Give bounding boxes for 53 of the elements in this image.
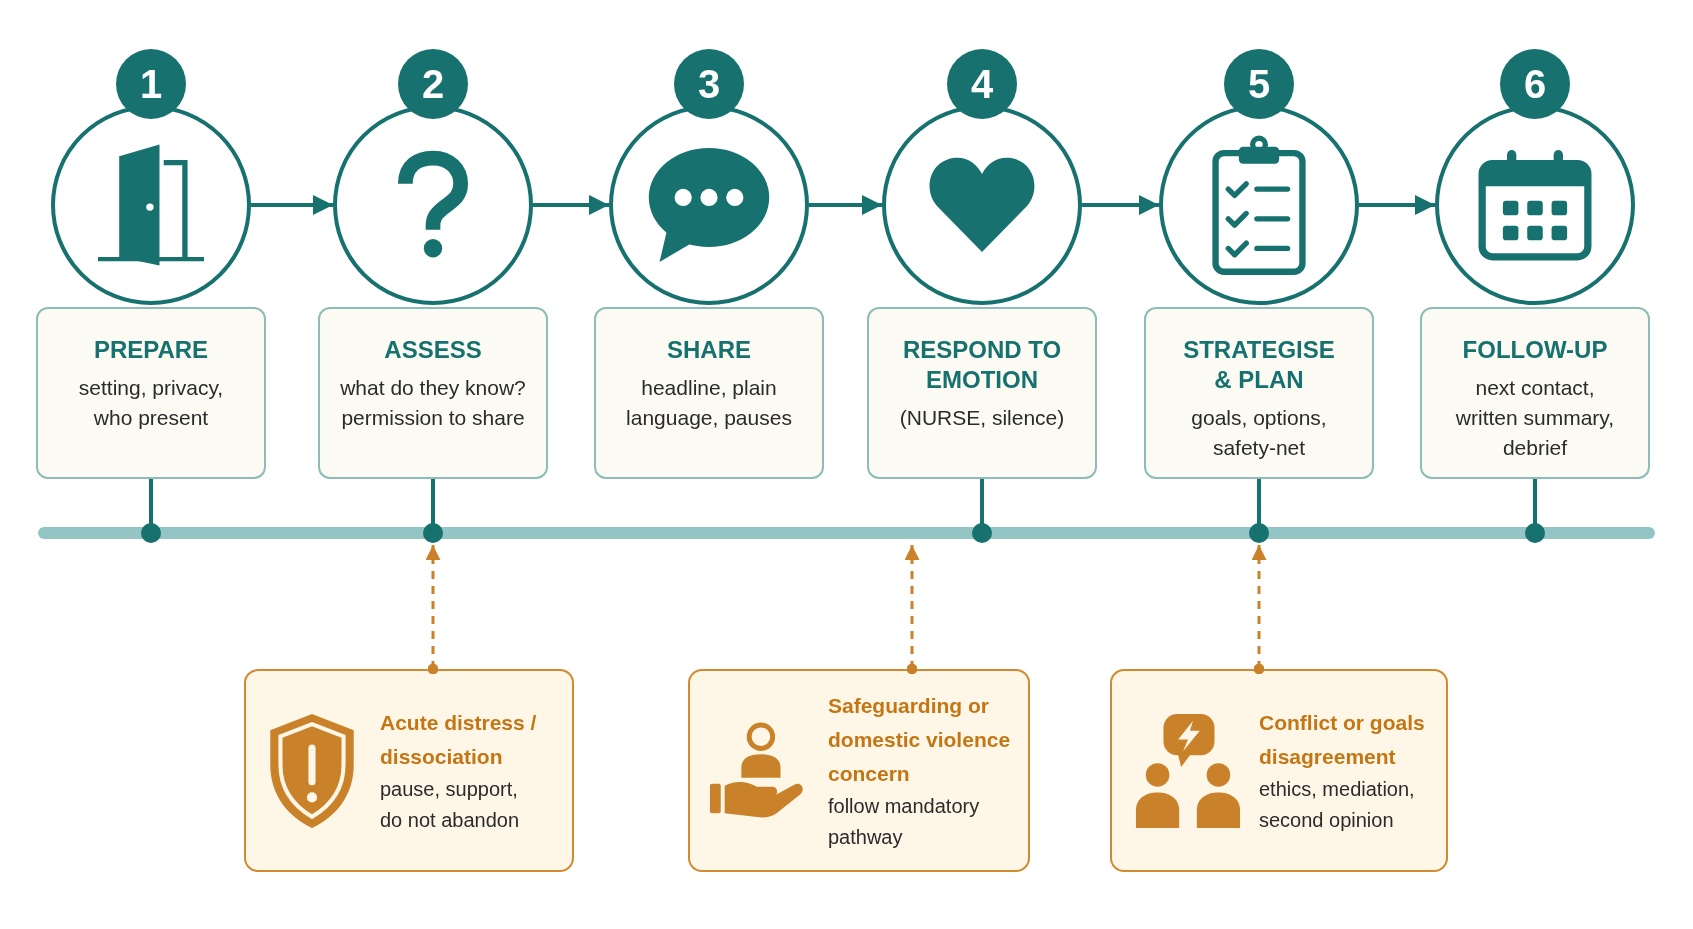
arrow: [1359, 195, 1435, 215]
arrow: [1082, 195, 1159, 215]
alert-description: ethics, mediation, second opinion: [1259, 776, 1416, 833]
step-number: 1: [138, 61, 164, 108]
step-card: [867, 307, 1097, 479]
timeline-connector: [141, 479, 161, 543]
step-title: SHARE: [667, 335, 751, 365]
alert-card: [244, 669, 574, 872]
step-description: headline, plain language, pauses: [625, 375, 793, 431]
timeline-connector: [972, 479, 992, 543]
step-number: 5: [1246, 61, 1272, 108]
step-title: RESPOND TO EMOTION: [901, 335, 1063, 395]
step-circle: [1159, 49, 1359, 305]
step-description: what do they know? permission to share: [339, 375, 527, 431]
alert-description: pause, support, do not abandon: [380, 776, 521, 833]
timeline-bar: [38, 527, 1655, 539]
arrow: [809, 195, 882, 215]
step-card: [36, 307, 266, 479]
alert-title: Conflict or goals disagreement: [1259, 709, 1426, 770]
dashed-arrow: [904, 545, 920, 675]
step-card: [1144, 307, 1374, 479]
step-circle: [882, 49, 1082, 305]
step-description: next contact, written summary, debrief: [1454, 375, 1616, 461]
step-number: 3: [696, 61, 722, 108]
step-description: (NURSE, silence): [899, 405, 1065, 431]
step-circle: [609, 49, 809, 305]
step-title: STRATEGISE & PLAN: [1182, 335, 1336, 395]
timeline-connector: [1249, 479, 1269, 543]
step-title: ASSESS: [384, 335, 482, 365]
timeline-connector: [423, 479, 443, 543]
step-description: goals, options, safety-net: [1190, 405, 1328, 461]
dashed-arrow: [1251, 545, 1267, 675]
step-title: PREPARE: [93, 335, 209, 365]
step-card: [1420, 307, 1650, 479]
step-number: 2: [420, 61, 446, 108]
arrow: [251, 195, 333, 215]
alert-card: [1110, 669, 1448, 872]
alert-title: Acute distress / dissociation: [380, 709, 538, 770]
step-title: FOLLOW-UP: [1462, 335, 1608, 365]
alert-title: Safeguarding or domestic violence concern: [828, 692, 1012, 787]
step-circle: [51, 49, 251, 305]
step-circle: [333, 49, 533, 305]
alert-description: follow mandatory pathway: [828, 793, 981, 850]
alert-card: [688, 669, 1030, 872]
step-number: 4: [969, 61, 995, 108]
timeline-connector: [1525, 479, 1545, 543]
step-card: [594, 307, 824, 479]
step-description: setting, privacy, who present: [77, 375, 225, 431]
step-card: [318, 307, 548, 479]
step-number: 6: [1522, 61, 1548, 108]
step-circle: [1435, 49, 1635, 305]
dashed-arrow: [425, 545, 441, 675]
arrow: [533, 195, 609, 215]
